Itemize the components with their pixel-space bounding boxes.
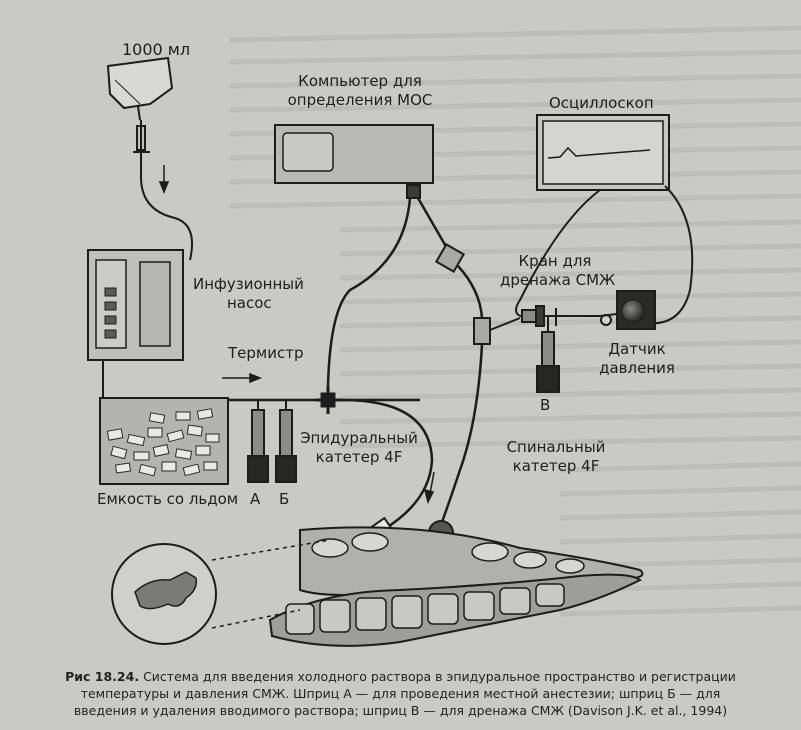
pressure-sensor-device (599, 290, 656, 330)
infusion-pump-device (87, 249, 184, 361)
iv-bag (106, 56, 174, 175)
oscilloscope-device (536, 114, 670, 191)
syringe-b (275, 400, 297, 483)
flow-arrow-down-icon (158, 165, 170, 195)
ice-container (99, 397, 229, 485)
computer-label-line-1: Компьютер для (298, 72, 422, 90)
cable-connector-2 (473, 317, 491, 345)
oscilloscope-wire-right (639, 185, 694, 325)
thermistor-wire (326, 197, 412, 387)
spinal-catheter-label: Спинальный катетер 4F (493, 438, 619, 476)
syringe-a (247, 400, 269, 483)
waveform-trace (547, 146, 651, 159)
computer-spinal-wire (416, 197, 450, 251)
figure-caption: Рис 18.24. Система для введения холодног… (0, 668, 801, 719)
epidural-catheter-line (341, 398, 434, 530)
flow-arrow-epidural-icon (423, 471, 435, 505)
caption-figure-number: Рис 18.24. (65, 669, 140, 684)
thermistor-label: Термистр (228, 344, 304, 362)
caption-line-2: температуры и давления СМЖ. Шприц А — дл… (80, 686, 721, 701)
pressure-sensor-label: Датчик давления (597, 340, 677, 378)
epidural-catheter-label: Эпидуральный катетер 4F (296, 429, 422, 467)
spine-illustration (268, 526, 644, 647)
caption-line-1-text: Система для введения холодного раствора … (143, 669, 736, 684)
computer-device (274, 124, 434, 199)
epidural-catheter-label-line-1: Эпидуральный (300, 429, 418, 447)
magnified-inset (111, 539, 331, 645)
cable-connector-1 (434, 242, 466, 274)
computer-label: Компьютер для определения МОС (284, 72, 436, 110)
pressure-sensor-label-line-2: давления (599, 359, 675, 377)
drain-valve-label-line-1: Кран для (518, 252, 592, 270)
caption-line-1: Рис 18.24. Система для введения холодног… (0, 668, 801, 685)
syringe-v (536, 326, 560, 393)
syringe-a-label: А (250, 490, 261, 508)
epidural-catheter-label-line-2: катетер 4F (315, 448, 403, 466)
spinal-catheter-label-line-2: катетер 4F (512, 457, 600, 475)
syringe-v-label: В (540, 396, 551, 414)
computer-label-line-2: определения МОС (287, 91, 433, 109)
flow-arrow-right-icon (222, 372, 263, 384)
iv-bag-volume-label: 1000 мл (122, 40, 191, 59)
drain-valve (489, 305, 600, 331)
infusion-pump-label: Инфузионный насос (193, 275, 304, 313)
background-text-lines (229, 25, 801, 617)
pressure-sensor-label-line-1: Датчик (608, 340, 666, 358)
syringe-b-label: Б (279, 490, 290, 508)
thermistor-junction (316, 386, 342, 414)
oscilloscope-wire-left (515, 189, 601, 317)
drain-valve-label-line-2: дренажа СМЖ (500, 271, 616, 289)
infusion-pump-label-line-2: насос (227, 294, 272, 312)
drain-valve-label: Кран для дренажа СМЖ (500, 252, 616, 290)
spinal-catheter-label-line-1: Спинальный (506, 438, 606, 456)
infusion-pump-label-line-1: Инфузионный (193, 275, 304, 293)
ice-container-label: Емкость со льдом (97, 490, 239, 508)
spinal-catheter-line (440, 343, 484, 523)
oscilloscope-label: Осциллоскоп (549, 94, 654, 112)
connector-to-spinal-wire (457, 265, 484, 319)
caption-line-3: введения и удаления вводимого раствора; … (73, 703, 728, 718)
iv-tube (139, 174, 194, 261)
